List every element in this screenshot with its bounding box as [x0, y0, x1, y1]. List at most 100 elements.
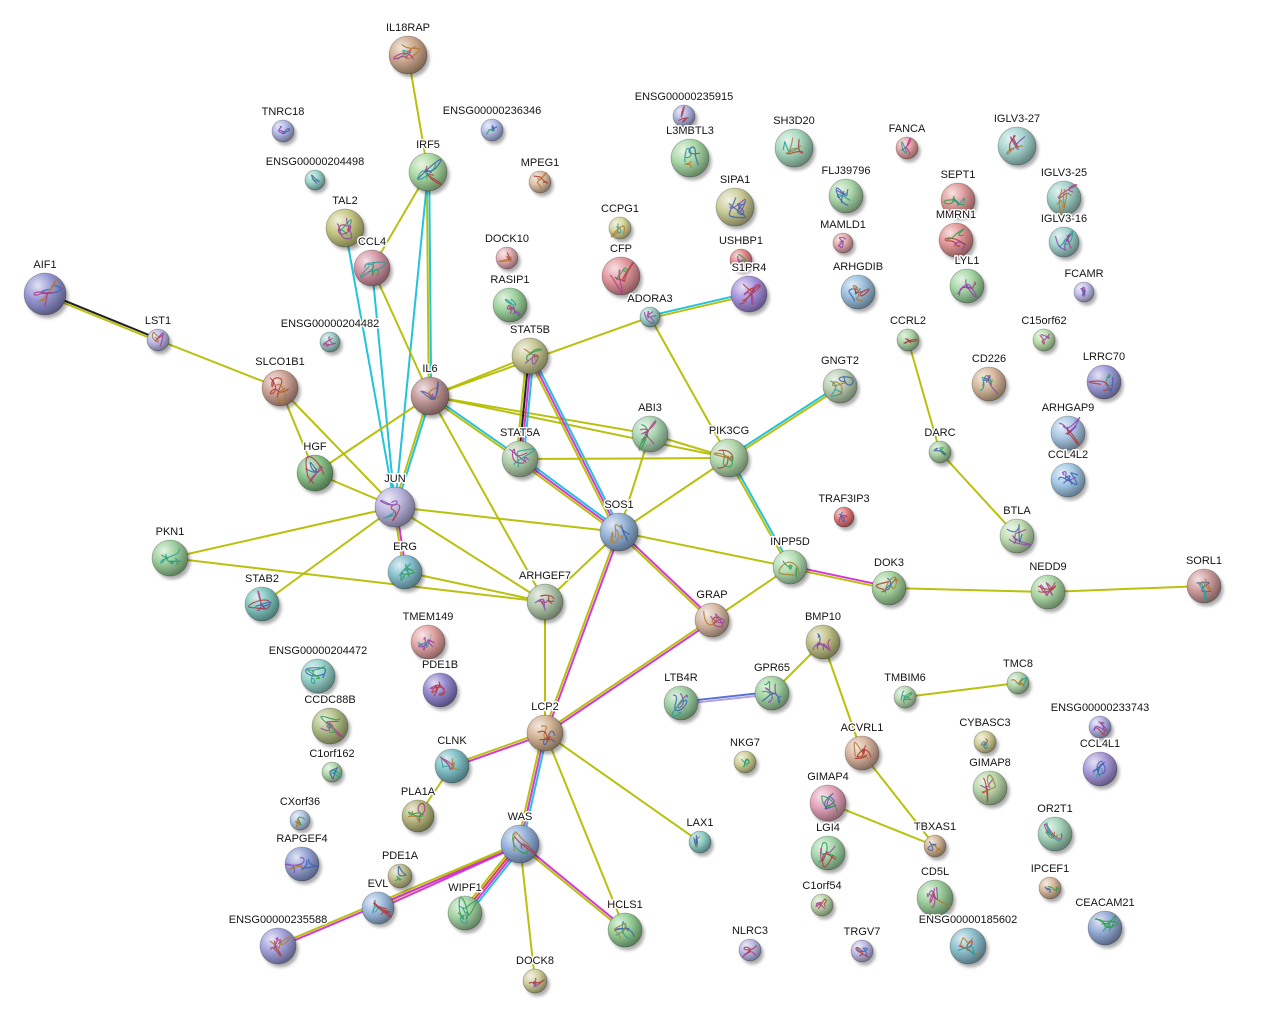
node-ENSG00000233743[interactable] — [1088, 715, 1114, 742]
edge-STAT5A-PIK3CG[interactable] — [519, 457, 730, 460]
node-EVL[interactable] — [361, 891, 397, 928]
edge-LCP2-HCLS1[interactable] — [544, 732, 626, 931]
node-STAT5A[interactable] — [501, 440, 541, 481]
node-CCL4L1[interactable] — [1082, 751, 1120, 790]
node-TRGV7[interactable] — [850, 939, 876, 966]
edge-IRF5-IL6[interactable] — [425, 171, 433, 397]
edge-PIK3CG-SOS1[interactable] — [618, 457, 730, 533]
node-TMC8[interactable] — [1006, 671, 1032, 698]
edge-WAS-ENSG00000235588[interactable] — [277, 841, 521, 949]
node-LST1[interactable] — [146, 328, 172, 355]
node-ERG[interactable] — [387, 554, 425, 593]
edge-IL6-HGF[interactable] — [314, 395, 431, 474]
node-GIMAP8[interactable] — [972, 770, 1010, 809]
edge-CCL4-JUN[interactable] — [371, 267, 396, 508]
node-NEDD9[interactable] — [1030, 574, 1068, 613]
node-GNGT2[interactable] — [822, 368, 860, 407]
node-SLCO1B1[interactable] — [261, 369, 301, 410]
edge-WAS-DOCK8[interactable] — [519, 843, 536, 982]
node-DARC[interactable] — [928, 440, 954, 467]
node-WAS[interactable] — [500, 824, 542, 867]
node-IPCEF1[interactable] — [1038, 876, 1064, 903]
node-CD226[interactable] — [971, 366, 1009, 405]
node-CCL4L2[interactable] — [1050, 462, 1088, 501]
edge-SOS1-INPP5D[interactable] — [618, 531, 791, 568]
node-BTLA[interactable] — [999, 518, 1037, 557]
edge-JUN-PKN1[interactable] — [169, 506, 396, 559]
node-IRF5[interactable] — [408, 152, 450, 195]
node-MAMLD1[interactable] — [832, 232, 856, 257]
node-FCAMR[interactable] — [1073, 281, 1097, 306]
edge-NEDD9-SORL1[interactable] — [1047, 585, 1205, 593]
node-C1orf162[interactable] — [321, 761, 345, 786]
node-LGI4[interactable] — [810, 835, 848, 874]
edge-TAL2-JUN[interactable] — [344, 227, 396, 508]
edge-STAT5B-SOS1[interactable] — [526, 354, 623, 534]
node-SIPA1[interactable] — [715, 187, 757, 230]
node-SORL1[interactable] — [1186, 568, 1224, 607]
node-ENSG00000235588[interactable] — [259, 927, 299, 968]
node-CCL4[interactable] — [353, 249, 393, 290]
node-TMEM149[interactable] — [410, 624, 448, 663]
node-LYL1[interactable] — [949, 268, 987, 307]
edge-PIK3CG-GNGT2[interactable] — [727, 384, 842, 460]
node-IL6[interactable] — [410, 376, 452, 419]
edge-IRF5-JUN[interactable] — [394, 171, 429, 508]
edge-IL6-ABI3[interactable] — [429, 395, 651, 435]
node-NLRC3[interactable] — [738, 938, 764, 965]
node-ACVRL1[interactable] — [844, 735, 882, 774]
node-CFP[interactable] — [601, 256, 643, 299]
node-MPEG1[interactable] — [528, 170, 554, 197]
node-LCP2[interactable] — [526, 714, 566, 755]
node-IL18RAP[interactable] — [388, 35, 430, 78]
node-AIF1[interactable] — [23, 272, 69, 319]
node-TAL2[interactable] — [325, 208, 367, 251]
node-DOCK10[interactable] — [495, 246, 521, 273]
node-TRAF3IP3[interactable] — [833, 506, 857, 531]
node-DOK3[interactable] — [871, 570, 909, 609]
node-INPP5D[interactable] — [772, 549, 810, 588]
edge-SOS1-LCP2[interactable] — [542, 531, 622, 734]
node-GPR65[interactable] — [754, 675, 792, 714]
node-ENSG00000235915[interactable] — [672, 104, 698, 131]
node-LAX1[interactable] — [688, 830, 714, 857]
node-CCRL2[interactable] — [896, 328, 922, 355]
node-TNRC18[interactable] — [271, 119, 297, 146]
node-NKG7[interactable] — [733, 750, 759, 777]
edge-LCP2-LAX1[interactable] — [544, 732, 701, 843]
node-PLA1A[interactable] — [401, 799, 437, 836]
node-ARHGDIB[interactable] — [840, 274, 878, 313]
node-DOCK8[interactable] — [522, 968, 550, 997]
node-USHBP1[interactable] — [729, 248, 755, 275]
edge-DOK3-NEDD9[interactable] — [888, 587, 1049, 593]
edge-JUN-SOS1[interactable] — [394, 506, 620, 533]
edge-CCL4-IL6[interactable] — [371, 267, 431, 397]
node-MMRN1[interactable] — [938, 222, 976, 261]
node-GRAP[interactable] — [694, 602, 732, 641]
edge-IL6-ARHGEF7[interactable] — [429, 395, 546, 603]
edge-ARHGEF7-ERG[interactable] — [404, 571, 546, 603]
edge-GRAP-LCP2[interactable] — [543, 618, 714, 735]
node-C15orf62[interactable] — [1032, 328, 1058, 355]
node-ENSG00000204498[interactable] — [304, 169, 328, 194]
edge-SLCO1B1-JUN[interactable] — [279, 387, 396, 508]
edge-CCRL2-DARC[interactable] — [907, 339, 941, 453]
node-IGLV3-25[interactable] — [1046, 180, 1084, 219]
node-ENSG00000185602[interactable] — [949, 927, 989, 968]
node-PDE1A[interactable] — [387, 863, 415, 892]
node-CEACAM21[interactable] — [1087, 910, 1125, 949]
node-OR2T1[interactable] — [1037, 816, 1075, 855]
node-TMBIM6[interactable] — [893, 685, 919, 712]
edge-PKN1-ARHGEF7[interactable] — [169, 557, 546, 603]
node-WIPF1[interactable] — [447, 895, 485, 934]
node-IGLV3-27[interactable] — [997, 126, 1039, 169]
node-CCPG1[interactable] — [608, 216, 634, 243]
node-JUN[interactable] — [374, 486, 418, 531]
node-TBXAS1[interactable] — [923, 834, 949, 861]
node-CLNK[interactable] — [434, 748, 472, 787]
node-SH3D20[interactable] — [774, 128, 816, 171]
node-ADORA3[interactable] — [639, 306, 663, 331]
node-S1PR4[interactable] — [730, 275, 770, 316]
node-PDE1B[interactable] — [422, 672, 460, 711]
node-LRRC70[interactable] — [1086, 364, 1124, 403]
